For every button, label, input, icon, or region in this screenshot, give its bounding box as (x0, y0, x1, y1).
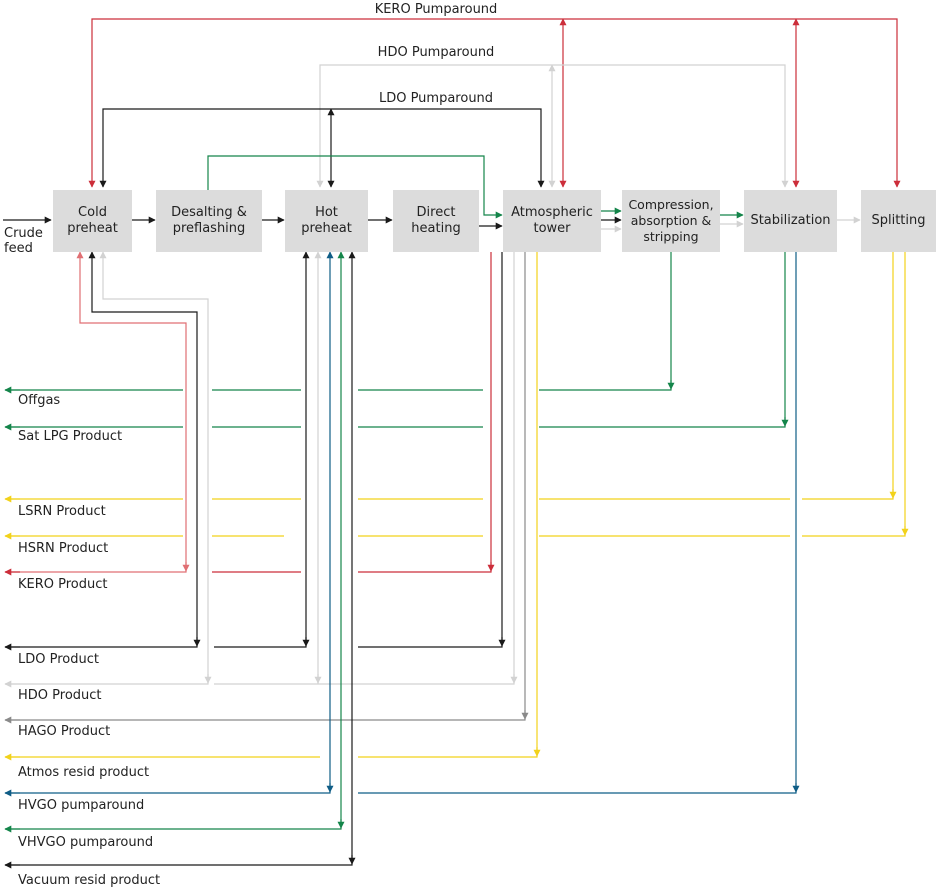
unit-atmospheric-tower: Atmospheric tower (503, 190, 601, 252)
ldo-pumparound-label: LDO Pumparound (378, 91, 494, 106)
hvgo-line (5, 252, 797, 794)
desalting-gas-line (207, 155, 503, 219)
ldo-line-cold (5, 251, 198, 648)
product-label-sat-lpg: Sat LPG Product (18, 429, 123, 444)
ldo-line-atmos (358, 252, 503, 648)
lsrn-line (5, 252, 894, 500)
ldo-pumparound-line (99, 108, 545, 188)
hsrn-line (5, 252, 906, 537)
ldo-line-hot (214, 251, 310, 648)
atmos-resid-line (5, 252, 538, 758)
product-label-vacuum-resid: Vacuum resid product (18, 873, 161, 888)
vacuum-resid-line (5, 251, 356, 866)
offgas-line (5, 252, 672, 391)
hdo-line-atmos (214, 252, 515, 685)
product-label-hvgo: HVGO pumparound (18, 798, 145, 813)
unit-stabilization: Stabilization (744, 190, 837, 252)
unit-hot-preheat: Hot preheat (285, 190, 368, 252)
sat-lpg-line (5, 252, 786, 428)
product-label-vhvgo: VHVGO pumparound (18, 835, 154, 850)
product-label-offgas: Offgas (18, 393, 61, 408)
kero-pumparound-line (88, 18, 901, 188)
kero-pumparound-label: KERO Pumparound (374, 2, 498, 17)
product-label-atmos-resid: Atmos resid product (18, 765, 150, 780)
product-label-kero: KERO Product (18, 577, 108, 592)
unit-compression-absorption-stripping: Compression, absorption & stripping (622, 190, 720, 252)
unit-direct-heating: Direct heating (393, 190, 479, 252)
hdo-line-cold (5, 251, 209, 685)
product-label-hago: HAGO Product (18, 724, 111, 739)
product-label-hdo: HDO Product (18, 688, 102, 703)
crude-feed-label: Crude feed (4, 226, 43, 256)
vhvgo-line (5, 251, 345, 830)
kero-line-atmos (212, 252, 492, 573)
product-label-lsrn: LSRN Product (18, 504, 106, 519)
unit-cold-preheat: Cold preheat (53, 190, 132, 252)
product-label-ldo: LDO Product (18, 652, 99, 667)
hago-line (5, 252, 526, 721)
unit-desalting-preflashing: Desalting & preflashing (156, 190, 262, 252)
hdo-pumparound-label: HDO Pumparound (377, 45, 495, 60)
kero-line-cold (5, 251, 187, 573)
unit-splitting: Splitting (861, 190, 936, 252)
product-label-hsrn: HSRN Product (18, 541, 109, 556)
